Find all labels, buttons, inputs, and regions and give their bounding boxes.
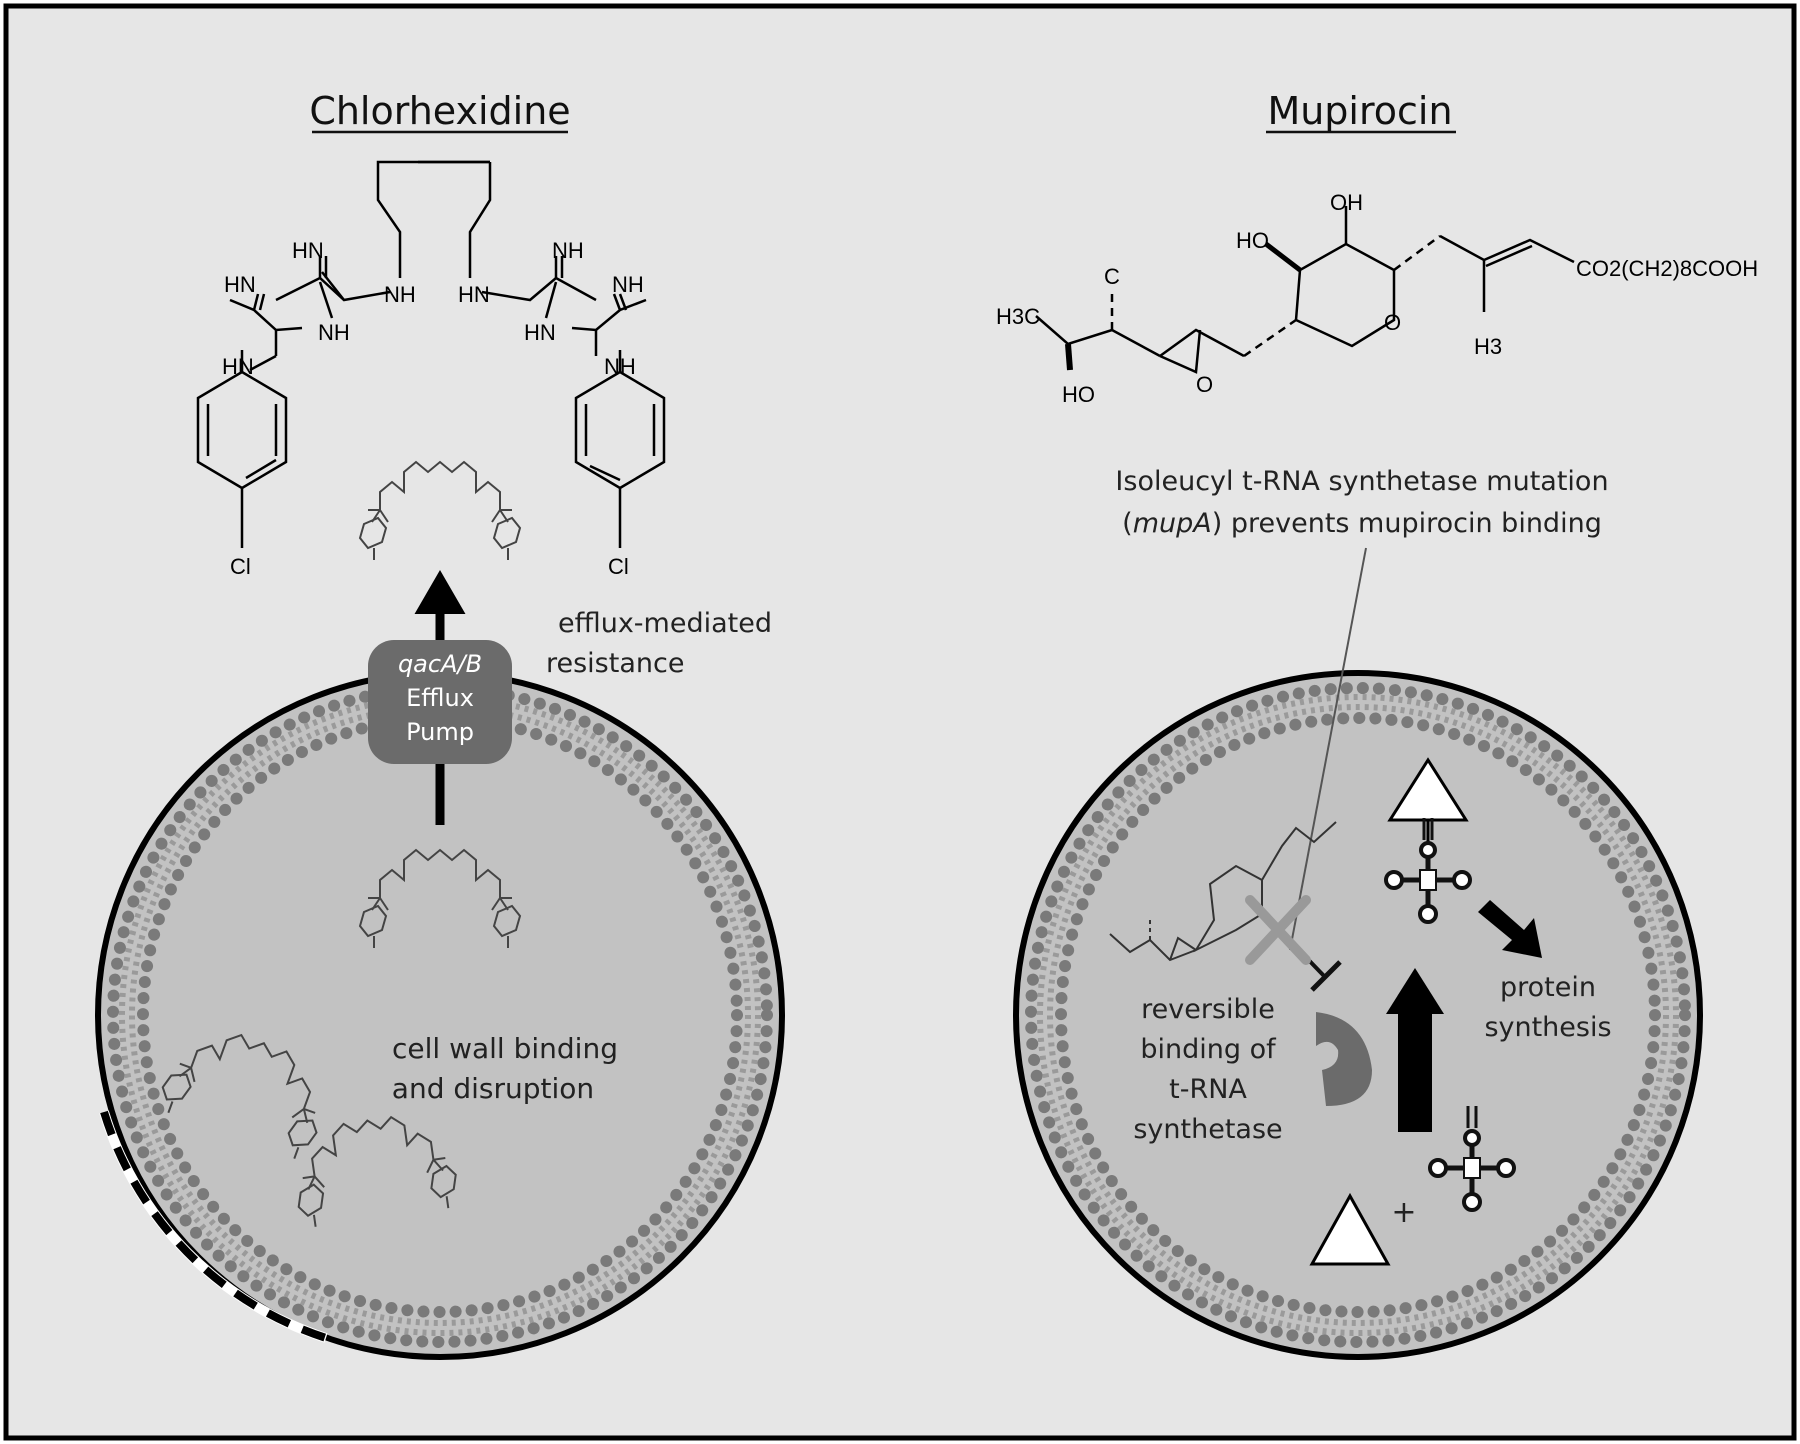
label-o-epoxide: O [1196, 372, 1213, 397]
mutation-label-paren: ( [1122, 508, 1133, 539]
label-nh-left-mid: NH [318, 320, 350, 345]
right-membrane [1025, 682, 1691, 1348]
mutation-label-line1: Isoleucyl t-RNA synthetase mutation [1115, 466, 1608, 497]
label-cl-left: Cl [230, 554, 251, 579]
binding-label-line4: synthetase [1133, 1114, 1282, 1145]
binding-label-line2: binding of [1140, 1034, 1277, 1065]
pump-label-efflux: Efflux [406, 684, 474, 712]
left-panel: Chlorhexidine [95, 89, 785, 1360]
label-hn-right-chain: HN [458, 282, 490, 307]
pump-label-pump: Pump [406, 718, 474, 746]
right-panel: Mupirocin OH HO C H3C HO O O [996, 89, 1758, 1360]
mutation-cross-icon [1245, 895, 1311, 965]
efflux-label-line1: efflux-mediated [558, 608, 772, 639]
synthesis-arrow-head-icon [1386, 968, 1444, 1014]
mupirocin-title: Mupirocin [1267, 89, 1452, 133]
cell-label-line2: and disruption [392, 1072, 594, 1105]
amino-acid-triangle-bottom-icon [1309, 1192, 1391, 1266]
label-nh-right-mid: NH [612, 272, 644, 297]
label-h3c: H3C [996, 304, 1040, 329]
label-ho-left: HO [1236, 228, 1269, 253]
pump-label-gene: qacA/B [398, 650, 482, 678]
label-ch3: H3 [1474, 334, 1502, 359]
inhibition-bar-icon [1310, 960, 1342, 992]
binding-label-line3: t-RNA [1169, 1074, 1247, 1105]
label-c: C [1104, 264, 1120, 289]
mutation-label-rest: ) prevents mupirocin binding [1212, 508, 1602, 539]
plus-sign: + [1391, 1195, 1416, 1230]
label-oh-top: OH [1330, 190, 1363, 215]
chlorhexidine-structure [196, 160, 666, 548]
label-ester: CO2(CH2)8COOH [1576, 256, 1758, 281]
synthetase-icon [1316, 1012, 1372, 1106]
protein-label-line2: synthesis [1484, 1012, 1611, 1043]
disrupted-wall-dashed-icon [100, 1110, 328, 1342]
chlorhexidine-title: Chlorhexidine [309, 89, 570, 133]
protein-arrow-icon [1478, 900, 1542, 958]
label-hn-left-low: HN [222, 354, 254, 379]
internal-mupirocin-icon [1109, 821, 1337, 962]
mutation-pointer-line [1289, 547, 1367, 951]
label-o-ring: O [1384, 310, 1401, 335]
efflux-label-line2: resistance [546, 648, 684, 679]
label-hn-left-mid: HN [224, 272, 256, 297]
mutation-label-line2: (mupA) prevents mupirocin binding [1122, 508, 1602, 539]
label-nh-left-chain: NH [384, 282, 416, 307]
binding-label-line1: reversible [1141, 994, 1275, 1025]
label-hn-right-mid: HN [524, 320, 556, 345]
label-hn-left-top: HN [292, 238, 324, 263]
synthesis-arrow-shaft [1398, 1012, 1432, 1132]
label-cl-right: Cl [608, 554, 629, 579]
efflux-pump [368, 640, 512, 764]
label-nh-right-low: NH [604, 354, 636, 379]
cell-label-line1: cell wall binding [392, 1032, 618, 1065]
label-ho-bottom: HO [1062, 382, 1095, 407]
right-cell [1013, 670, 1703, 1360]
mupirocin-structure [1035, 206, 1575, 374]
protein-label-line1: protein [1500, 972, 1596, 1003]
efflux-arrow-head-icon [414, 570, 466, 614]
mutation-label-gene: mupA [1133, 508, 1212, 539]
label-nh-right-top: NH [552, 238, 584, 263]
